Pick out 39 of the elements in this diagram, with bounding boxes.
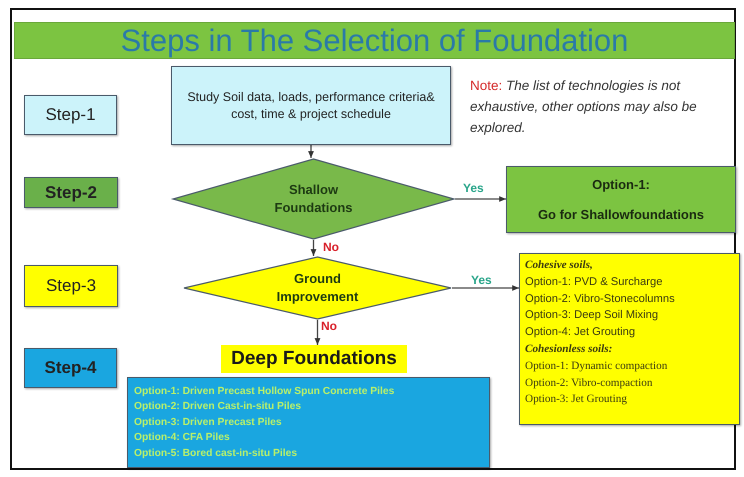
- step-box: Step-2: [24, 177, 118, 208]
- step-box: Step-3: [24, 265, 118, 307]
- note-text: Note: The list of technologies is not exhaustive, other options may also be explored.: [470, 77, 698, 137]
- edge-label: Yes: [470, 274, 493, 286]
- process-text: Study Soil data, loads, performance criteria& cost, time & project schedule: [186, 88, 436, 122]
- edge-label: Yes: [462, 182, 485, 194]
- option-list-box: [519, 253, 740, 425]
- option-text: Go for Shallowfoundations: [538, 207, 704, 222]
- option-box: [506, 166, 736, 233]
- arrow: [308, 145, 314, 158]
- option-text: Option-3: Driven Precast Piles: [134, 416, 282, 430]
- highlighted-heading: Deep Foundations: [221, 345, 407, 373]
- step-box: Step-4: [24, 348, 117, 388]
- option-text: Option-3: Jet Grouting: [525, 392, 627, 408]
- option-text: Option-5: Bored cast-in-situ Piles: [134, 446, 298, 461]
- option-text: Option-3: Deep Soil Mixing: [525, 308, 658, 324]
- option-text: Option-2: Vibro-compaction: [525, 376, 652, 391]
- option-text: Option-1: PVD & Surcharge: [525, 274, 662, 290]
- option-text: Option-4: CFA Piles: [134, 431, 230, 446]
- decision-text: Shallow Foundations: [274, 180, 354, 217]
- arrow: [310, 240, 316, 256]
- edge-label: No: [320, 320, 338, 332]
- option-text: Option-1: Driven Precast Hollow Spun Concrete Piles: [134, 384, 394, 399]
- option-text: Option-1: Dynamic compaction: [525, 358, 668, 374]
- decision-text: Ground Improvement: [276, 270, 360, 306]
- step-box: Step-1: [24, 95, 117, 135]
- title-banner: Steps in The Selection of Foundation: [14, 22, 735, 59]
- soil-type-heading: Cohesive soils,: [525, 258, 593, 273]
- arrow: [314, 320, 320, 345]
- soil-type-heading: Cohesionless soils:: [525, 342, 612, 357]
- option-text: Option-4: Jet Grouting: [525, 325, 636, 340]
- arrow: [455, 196, 506, 202]
- option-list-box: [127, 377, 490, 468]
- option-text: Option-2: Vibro-Stonecolumns: [525, 292, 675, 307]
- arrow: [452, 285, 519, 291]
- option-text: Option-2: Driven Cast-in-situ Piles: [134, 400, 302, 414]
- edge-label: No: [322, 241, 340, 253]
- option-text: Option-1:: [592, 176, 650, 192]
- process-box: [171, 66, 451, 145]
